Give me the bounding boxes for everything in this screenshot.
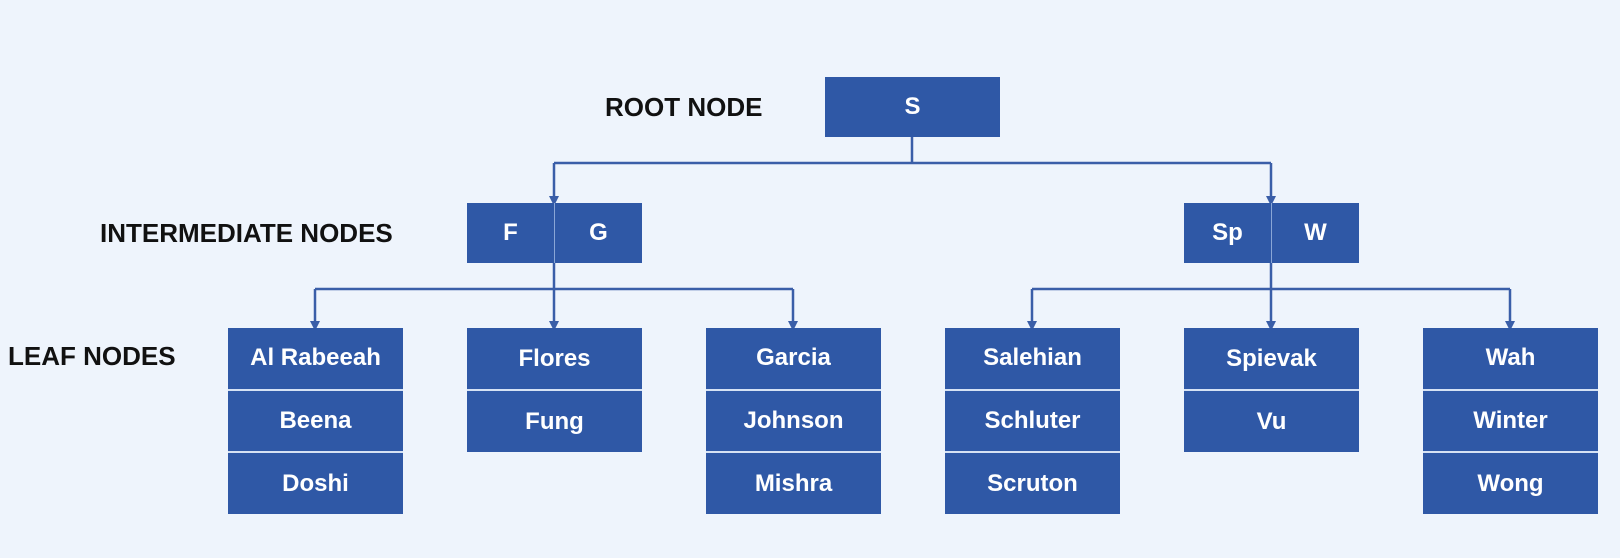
leaf-node-1: Al Rabeeah Beena Doshi [228, 328, 403, 514]
leaf-key: Beena [228, 388, 403, 452]
leaf-node-3: Garcia Johnson Mishra [706, 328, 881, 514]
leaf-key: Salehian [983, 344, 1082, 372]
leaf-key: Wong [1423, 451, 1598, 514]
intermediate-key: G [554, 203, 642, 263]
leaf-key: Fung [467, 389, 642, 452]
leaf-key: Winter [1423, 388, 1598, 452]
leaf-key: Flores [518, 344, 591, 372]
leaf-node-2: Flores Fung [467, 328, 642, 452]
intermediate-node-f-g: F G [467, 203, 642, 263]
leaf-key: Al Rabeeah [250, 344, 381, 372]
leaf-key: Schluter [945, 388, 1120, 452]
leaf-node-6: Wah Winter Wong [1423, 328, 1598, 514]
leaf-key: Vu [1184, 389, 1359, 452]
intermediate-key: W [1271, 203, 1359, 263]
intermediate-key: Sp [1212, 219, 1243, 246]
leaf-node-4: Salehian Schluter Scruton [945, 328, 1120, 514]
intermediate-node-sp-w: Sp W [1184, 203, 1359, 263]
leaf-key: Johnson [706, 388, 881, 452]
root-key: S [904, 93, 921, 120]
leaf-key: Scruton [945, 451, 1120, 514]
leaf-key: Garcia [756, 344, 831, 372]
leaf-node-5: Spievak Vu [1184, 328, 1359, 452]
intermediate-nodes-label: INTERMEDIATE NODES [100, 218, 393, 248]
leaf-key: Mishra [706, 451, 881, 514]
leaf-nodes-label: LEAF NODES [8, 341, 176, 371]
intermediate-key: F [503, 219, 518, 246]
leaf-key: Doshi [228, 451, 403, 514]
root-node-label: ROOT NODE [605, 92, 763, 122]
leaf-key: Spievak [1226, 344, 1317, 372]
leaf-key: Wah [1485, 344, 1536, 372]
root-node: S [825, 77, 1000, 137]
